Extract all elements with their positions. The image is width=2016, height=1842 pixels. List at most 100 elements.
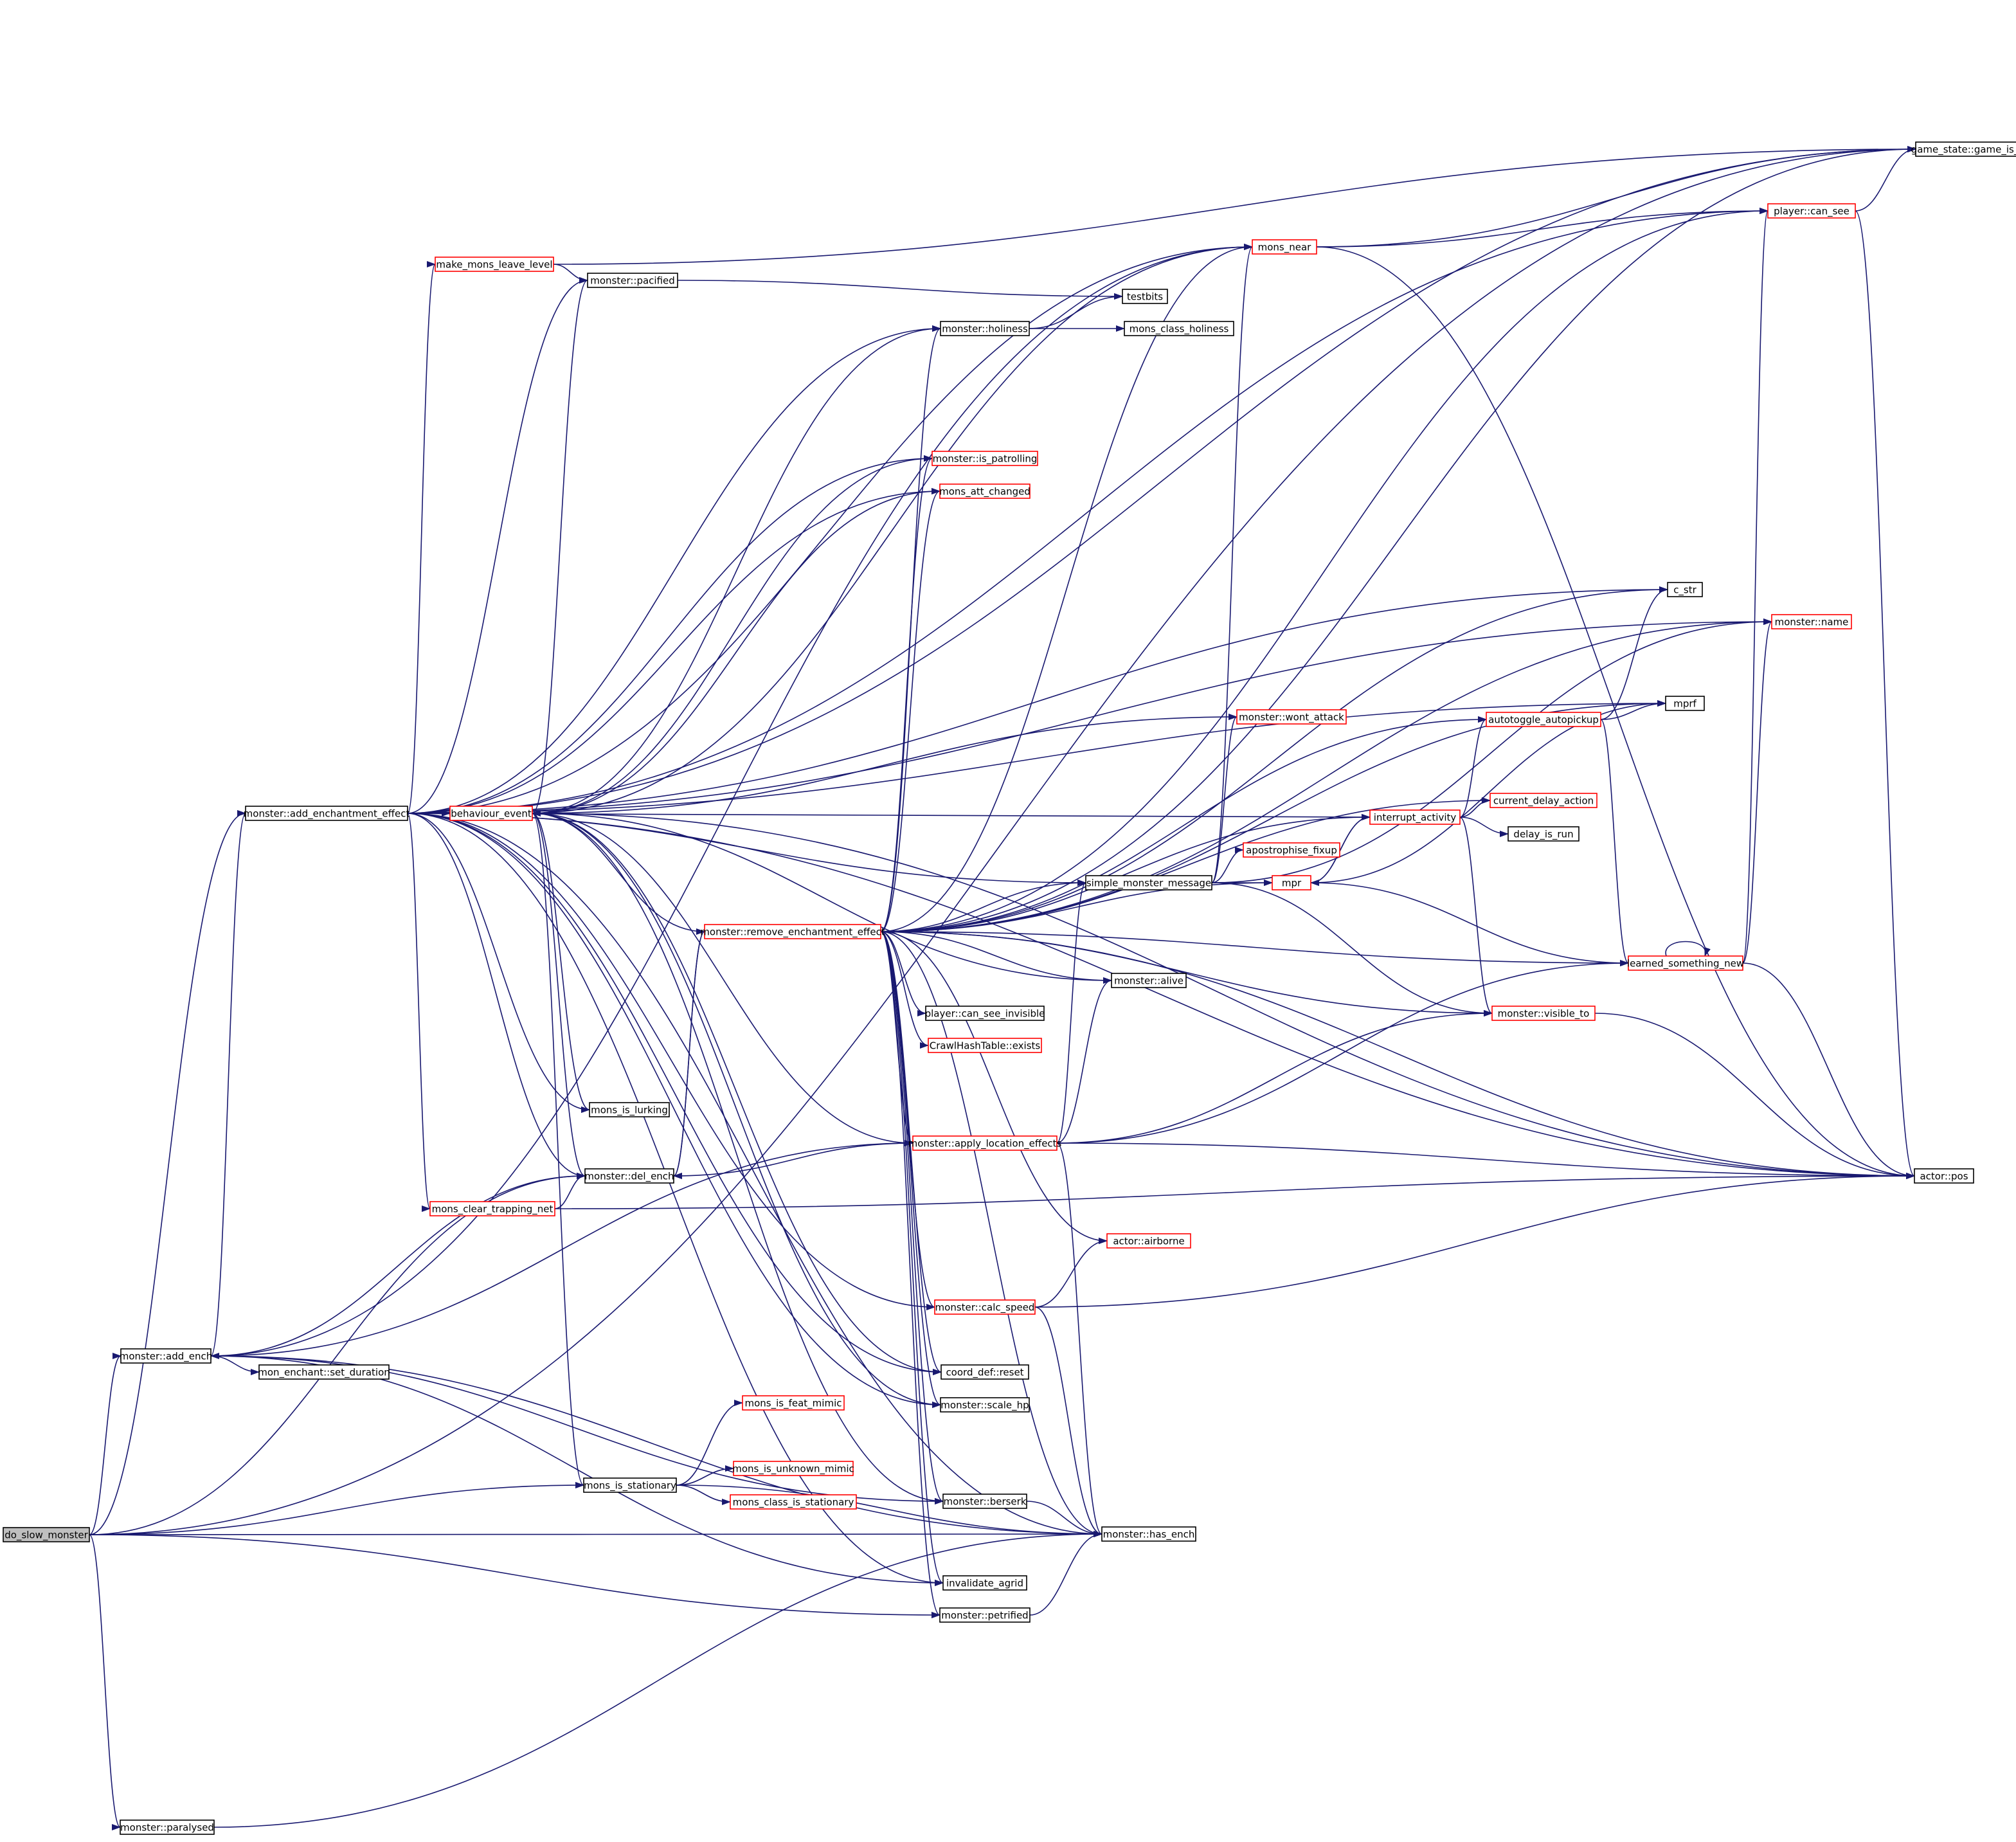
node-mprf[interactable]: mprf: [1665, 696, 1705, 711]
node-box: [928, 1038, 1042, 1053]
edge-apply-location-effects-to-alive: [1056, 977, 1112, 1144]
node-wont-attack[interactable]: monster::wont_attack: [1236, 709, 1347, 725]
edge-remove-enchantment-effect-to-actor-airborne: [880, 931, 1108, 1244]
edge-remove-enchantment-effect-to-visible-to: [880, 931, 1493, 1016]
node-mpr[interactable]: mpr: [1272, 875, 1311, 890]
node-mons-class-is-stationary[interactable]: mons_class_is_stationary: [730, 1494, 857, 1510]
node-box: [1490, 793, 1598, 808]
node-autotoggle-autopickup[interactable]: autotoggle_autopickup: [1486, 712, 1601, 727]
node-petrified[interactable]: monster::petrified: [939, 1607, 1030, 1623]
node-box: [1915, 141, 2016, 157]
node-label: monster::del_ench: [584, 1171, 674, 1183]
node-label: mpr: [1282, 878, 1302, 889]
node-berserk[interactable]: monster::berserk: [942, 1494, 1027, 1509]
edge-learned-something-new-to-player-can-see: [1742, 208, 1769, 964]
edge-add-enchantment-effect-to-interrupt-activity: [407, 813, 1371, 820]
node-current-delay-action[interactable]: current_delay_action: [1490, 793, 1598, 808]
node-remove-enchantment-effect[interactable]: monster::remove_enchantment_effect: [700, 924, 885, 939]
edge-add-ench-to-add-enchantment-effect: [210, 810, 246, 1357]
node-do-slow-monster[interactable]: do_slow_monster: [3, 1527, 90, 1542]
node-label: simple_monster_message: [1086, 878, 1211, 890]
node-label: delay_is_run: [1513, 829, 1573, 841]
node-player-can-see[interactable]: player::can_see: [1767, 203, 1856, 219]
node-mons-near[interactable]: mons_near: [1252, 239, 1317, 255]
edge-autotoggle-autopickup-to-learned-something-new: [1600, 719, 1629, 966]
node-paralysed[interactable]: monster::paralysed: [120, 1819, 215, 1835]
edge-add-enchantment-effect-to-make-mons-leave-level: [407, 261, 436, 814]
edge-mpr-to-mprf: [1310, 700, 1666, 883]
edge-remove-enchantment-effect-to-monster-name: [880, 619, 1772, 932]
node-label: monster::berserk: [943, 1496, 1026, 1508]
node-label: learned_something_new: [1627, 958, 1744, 970]
node-scale-hp[interactable]: monster::scale_hp: [940, 1397, 1030, 1413]
node-delay-is-run[interactable]: delay_is_run: [1508, 826, 1580, 842]
node-mons-class-holiness[interactable]: mons_class_holiness: [1124, 321, 1234, 336]
node-label: apostrophise_fixup: [1246, 845, 1337, 857]
edge-do-slow-monster-to-has-ench: [89, 1531, 1102, 1538]
node-label: mons_is_lurking: [591, 1105, 668, 1117]
edge-do-slow-monster-to-mons-is-stationary: [89, 1482, 584, 1535]
node-box: [733, 1461, 854, 1476]
node-box: [1665, 696, 1705, 711]
node-invalidate-agrid[interactable]: invalidate_agrid: [942, 1575, 1027, 1591]
node-crawl-hash-exists[interactable]: CrawlHashTable::exists: [928, 1038, 1042, 1053]
node-actor-airborne[interactable]: actor::airborne: [1106, 1233, 1191, 1249]
node-visible-to[interactable]: monster::visible_to: [1491, 1006, 1596, 1021]
node-game-is-arena[interactable]: game_state::game_is_arena: [1911, 141, 2016, 157]
node-box: [704, 924, 881, 939]
edge-remove-enchantment-effect-to-behaviour-event: [532, 810, 705, 932]
node-box: [939, 1607, 1030, 1623]
node-apostrophise-fixup[interactable]: apostrophise_fixup: [1243, 842, 1340, 858]
node-player-can-see-invisible[interactable]: player::can_see_invisible: [925, 1006, 1045, 1021]
edge-make-mons-leave-level-to-pacified: [553, 264, 588, 284]
node-mons-is-feat-mimic[interactable]: mons_is_feat_mimic: [742, 1395, 845, 1411]
node-box: [934, 1299, 1036, 1315]
node-behaviour-event[interactable]: behaviour_event: [449, 806, 533, 821]
edge-apply-location-effects-to-learned-something-new: [1056, 960, 1629, 1144]
edge-remove-enchantment-effect-to-berserk: [880, 931, 944, 1504]
node-c-str[interactable]: c_str: [1667, 582, 1703, 597]
node-mons-is-stationary[interactable]: mons_is_stationary: [583, 1477, 677, 1493]
edge-remove-enchantment-effect-to-learned-something-new: [880, 931, 1629, 966]
node-box: [584, 1168, 674, 1184]
node-box: [1486, 712, 1601, 727]
node-set-duration[interactable]: mon_enchant::set_duration: [258, 1364, 390, 1380]
node-has-ench[interactable]: monster::has_ench: [1101, 1526, 1196, 1542]
node-del-ench[interactable]: monster::del_ench: [584, 1168, 674, 1184]
edge-remove-enchantment-effect-to-is-patrolling: [880, 455, 933, 932]
node-is-patrolling[interactable]: monster::is_patrolling: [932, 451, 1038, 466]
node-learned-something-new[interactable]: learned_something_new: [1627, 955, 1744, 971]
node-apply-location-effects[interactable]: monster::apply_location_effects: [908, 1135, 1062, 1151]
edge-holiness-to-testbits: [1029, 293, 1123, 329]
node-testbits[interactable]: testbits: [1122, 289, 1168, 304]
node-add-enchantment-effect[interactable]: monster::add_enchantment_effect: [244, 806, 410, 821]
node-box: [1085, 875, 1212, 890]
node-label: monster::scale_hp: [941, 1400, 1029, 1412]
node-mons-is-lurking[interactable]: mons_is_lurking: [589, 1102, 670, 1117]
node-add-ench[interactable]: monster::add_ench: [120, 1348, 212, 1364]
edge-mons-is-stationary-to-mons-is-feat-mimic: [676, 1400, 743, 1486]
node-interrupt-activity[interactable]: interrupt_activity: [1369, 809, 1461, 825]
node-coord-reset[interactable]: coord_def::reset: [941, 1364, 1029, 1380]
node-actor-pos[interactable]: actor::pos: [1914, 1168, 1974, 1184]
node-mons-is-unknown-mimic[interactable]: mons_is_unknown_mimic: [732, 1461, 854, 1476]
node-box: [589, 1102, 670, 1117]
edge-apply-location-effects-to-visible-to: [1056, 1010, 1493, 1144]
node-mons-att-changed[interactable]: mons_att_changed: [939, 483, 1030, 499]
node-box: [120, 1819, 215, 1835]
node-monster-name[interactable]: monster::name: [1771, 614, 1852, 629]
node-simple-monster-message[interactable]: simple_monster_message: [1085, 875, 1212, 890]
node-mons-clear-trapping-net[interactable]: mons_clear_trapping_net: [429, 1201, 555, 1216]
node-holiness[interactable]: monster::holiness: [940, 321, 1030, 336]
node-box: [1272, 875, 1311, 890]
node-label: mons_is_unknown_mimic: [732, 1463, 854, 1476]
node-alive[interactable]: monster::alive: [1111, 973, 1187, 988]
node-calc-speed[interactable]: monster::calc_speed: [934, 1299, 1036, 1315]
node-pacified[interactable]: monster::pacified: [587, 273, 678, 288]
node-make-mons-leave-level[interactable]: make_mons_leave_level: [435, 257, 554, 272]
edge-interrupt-activity-to-current-delay-action: [1459, 797, 1491, 818]
edge-remove-enchantment-effect-to-del-ench: [673, 931, 705, 1179]
node-label: game_state::game_is_arena: [1911, 144, 2016, 156]
node-label: monster::paralysed: [120, 1822, 214, 1834]
node-label: autotoggle_autopickup: [1488, 714, 1599, 727]
